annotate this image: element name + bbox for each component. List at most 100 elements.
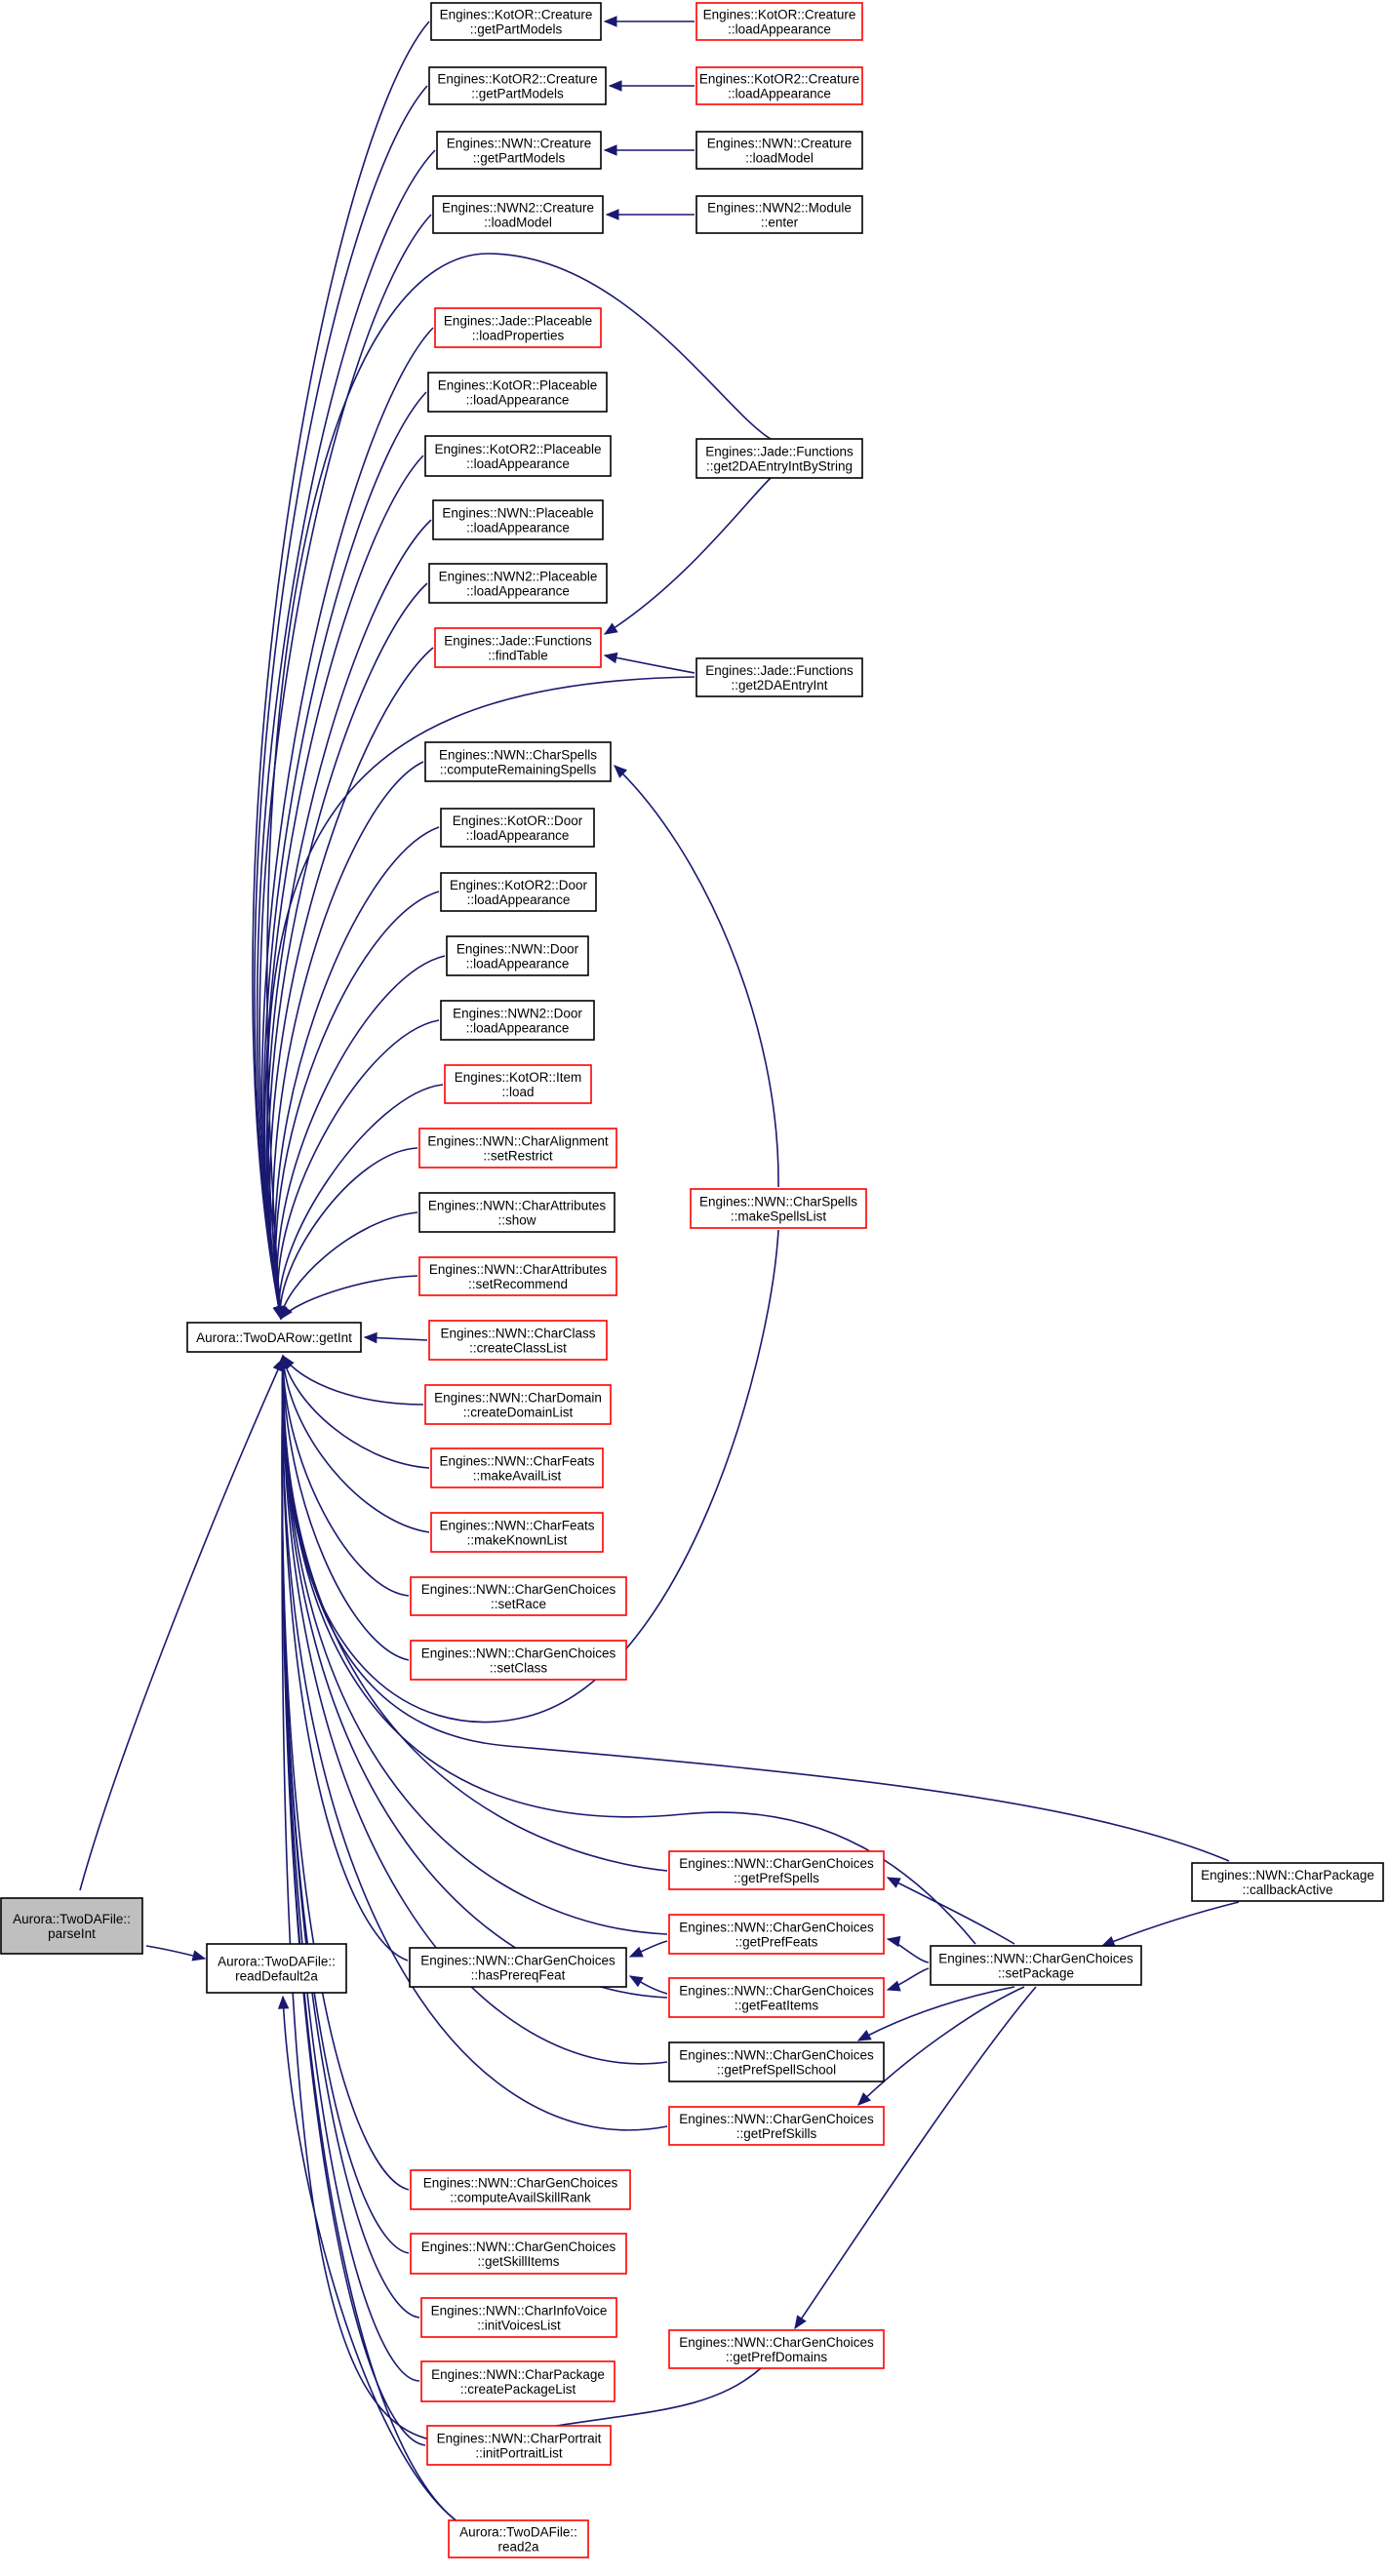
- node-box: [409, 1947, 627, 1988]
- node-box: [440, 808, 595, 848]
- node-label: Engines::NWN::CharGenChoices: [420, 1954, 616, 1968]
- edge-line: [276, 955, 446, 1320]
- node-charPackageCA[interactable]: Engines::NWN::CharPackage::callbackActiv…: [1191, 1862, 1384, 1902]
- node-getInt[interactable]: Aurora::TwoDARow::getInt: [186, 1322, 362, 1353]
- node-charAttrSR[interactable]: Engines::NWN::CharAttributes::setRecomme…: [418, 1256, 617, 1296]
- node-label: Engines::NWN::Creature: [447, 137, 592, 151]
- node-parseInt[interactable]: Aurora::TwoDAFile::parseInt: [0, 1897, 143, 1955]
- node-box: [424, 1384, 612, 1425]
- node-kotor2DoorLA[interactable]: Engines::KotOR2::Door::loadAppearance: [440, 872, 597, 912]
- node-kotorDoorLA[interactable]: Engines::KotOR::Door::loadAppearance: [440, 808, 595, 848]
- node-box: [668, 2329, 885, 2369]
- arrowhead: [614, 765, 628, 778]
- node-kotorItemLoad[interactable]: Engines::KotOR::Item::load: [444, 1064, 592, 1104]
- edge-line: [282, 1355, 430, 1533]
- node-box: [410, 1640, 627, 1681]
- node-jadeGet2DA[interactable]: Engines::Jade::Functions::get2DAEntryInt: [695, 657, 863, 697]
- node-box: [424, 741, 612, 782]
- node-cgcGetPrefDomains[interactable]: Engines::NWN::CharGenChoices::getPrefDom…: [668, 2329, 885, 2369]
- node-nwn2ModuleEnter[interactable]: Engines::NWN2::Module::enter: [695, 195, 863, 234]
- node-label: ::loadAppearance: [466, 957, 570, 971]
- node-kotor2CreatureLA[interactable]: Engines::KotOR2::Creature::loadAppearanc…: [695, 66, 863, 105]
- edge-line: [79, 1358, 284, 1891]
- node-cgcGetSkillItems[interactable]: Engines::NWN::CharGenChoices::getSkillIt…: [410, 2233, 627, 2275]
- node-cgcComputeASR[interactable]: Engines::NWN::CharGenChoices::computeAva…: [410, 2169, 631, 2210]
- edge-line: [269, 647, 434, 1320]
- edge-line: [282, 1355, 410, 1661]
- arrowhead: [191, 1950, 207, 1962]
- node-readDefault2a[interactable]: Aurora::TwoDAFile::readDefault2a: [206, 1943, 347, 1994]
- node-box: [432, 499, 604, 540]
- node-label: Aurora::TwoDARow::getInt: [196, 1330, 352, 1345]
- node-nwnCreatureLM[interactable]: Engines::NWN::Creature::loadModel: [695, 131, 863, 170]
- node-charFeatsMKL[interactable]: Engines::NWN::CharFeats::makeKnownList: [430, 1512, 604, 1553]
- node-nwn2DoorLA[interactable]: Engines::NWN2::Door::loadAppearance: [440, 1000, 595, 1041]
- node-jadeFindTable[interactable]: Engines::Jade::Functions::findTable: [434, 627, 602, 668]
- node-charClassCCL[interactable]: Engines::NWN::CharClass::createClassList: [428, 1320, 608, 1361]
- node-charAttrShow[interactable]: Engines::NWN::CharAttributes::show: [418, 1192, 616, 1233]
- edge-line: [282, 1355, 668, 2065]
- node-charPackageCPL[interactable]: Engines::NWN::CharPackage::createPackage…: [420, 2360, 616, 2402]
- node-kotorCreatureGPM[interactable]: Engines::KotOR::Creature::getPartModels: [430, 2, 602, 41]
- edge-line: [281, 1355, 762, 2443]
- node-kotorCreatureLA[interactable]: Engines::KotOR::Creature::loadAppearance: [695, 2, 863, 41]
- node-charDomainCDL[interactable]: Engines::NWN::CharDomain::createDomainLi…: [424, 1384, 612, 1425]
- node-nwn2CreatureLM[interactable]: Engines::NWN2::Creature::loadModel: [432, 195, 604, 234]
- node-cgcSetPackage[interactable]: Engines::NWN::CharGenChoices::setPackage: [930, 1945, 1142, 1986]
- node-cgcGetFeatItems[interactable]: Engines::NWN::CharGenChoices::getFeatIte…: [668, 1977, 885, 2018]
- edge-line: [282, 1996, 459, 2523]
- arrowhead: [608, 80, 622, 92]
- edge-line: [263, 455, 424, 1320]
- node-kotor2PlaceableLA[interactable]: Engines::KotOR2::Placeable::loadAppearan…: [424, 435, 612, 477]
- node-label: Engines::Jade::Functions: [705, 445, 854, 459]
- node-charPortraitIPL[interactable]: Engines::NWN::CharPortrait::initPortrait…: [426, 2425, 612, 2466]
- edge-line: [280, 1275, 418, 1320]
- node-box: [668, 1850, 885, 1890]
- node-cgcGetPrefSpellSchool[interactable]: Engines::NWN::CharGenChoices::getPrefSpe…: [668, 2041, 885, 2082]
- node-label: Engines::NWN2::Door: [453, 1007, 582, 1021]
- edge-getInt-charFeatsMAL: [279, 1354, 430, 1469]
- node-cgcGetPrefFeats[interactable]: Engines::NWN::CharGenChoices::getPrefFea…: [668, 1914, 885, 1955]
- node-nwn2PlaceableLA[interactable]: Engines::NWN2::Placeable::loadAppearance: [428, 563, 608, 604]
- node-cgcSetClass[interactable]: Engines::NWN::CharGenChoices::setClass: [410, 1640, 627, 1681]
- node-label: Engines::KotOR2::Creature: [437, 72, 597, 87]
- node-box: [0, 1897, 143, 1955]
- node-box: [420, 2297, 617, 2338]
- node-jadeGet2DAByString[interactable]: Engines::Jade::Functions::get2DAEntryInt…: [695, 438, 863, 479]
- node-box: [668, 2106, 885, 2146]
- node-box: [695, 657, 863, 697]
- node-label: ::getPrefSpellSchool: [717, 2063, 836, 2078]
- node-cgcGetPrefSkills[interactable]: Engines::NWN::CharGenChoices::getPrefSki…: [668, 2106, 885, 2146]
- edge-line: [887, 1877, 1015, 1945]
- node-label: ::createPackageList: [460, 2382, 576, 2397]
- node-nwnDoorLA[interactable]: Engines::NWN::Door::loadAppearance: [446, 935, 589, 976]
- node-label: ::loadAppearance: [728, 22, 831, 37]
- node-charAlignSR[interactable]: Engines::NWN::CharAlignment::setRestrict: [418, 1128, 617, 1169]
- arrowhead: [856, 2030, 872, 2041]
- node-charSpellsMSL[interactable]: Engines::NWN::CharSpells::makeSpellsList: [690, 1188, 867, 1229]
- node-kotor2CreatureGPM[interactable]: Engines::KotOR2::Creature::getPartModels: [428, 66, 607, 105]
- node-label: Engines::NWN::CharGenChoices: [679, 1984, 874, 1999]
- edge-line: [258, 214, 432, 1320]
- node-nwnPlaceableLA[interactable]: Engines::NWN::Placeable::loadAppearance: [432, 499, 604, 540]
- node-label: Engines::NWN::CharPackage: [1201, 1868, 1374, 1882]
- node-cgcHasPrereqFeat[interactable]: Engines::NWN::CharGenChoices::hasPrereqF…: [409, 1947, 627, 1988]
- node-nwnCreatureGPM[interactable]: Engines::NWN::Creature::getPartModels: [436, 131, 602, 170]
- node-cgcGetPrefSpells[interactable]: Engines::NWN::CharGenChoices::getPrefSpe…: [668, 1850, 885, 1890]
- node-box: [695, 2, 863, 41]
- node-label: ::setPackage: [998, 1966, 1074, 1981]
- node-box: [410, 2233, 627, 2275]
- node-jadePlaceableLP[interactable]: Engines::Jade::Placeable::loadProperties: [434, 307, 602, 348]
- node-cgcSetRace[interactable]: Engines::NWN::CharGenChoices::setRace: [410, 1576, 627, 1616]
- node-charFeatsMAL[interactable]: Engines::NWN::CharFeats::makeAvailList: [430, 1447, 604, 1488]
- node-charInfoVoiceIVL[interactable]: Engines::NWN::CharInfoVoice::initVoicesL…: [420, 2297, 617, 2338]
- node-kotorPlaceableLA[interactable]: Engines::KotOR::Placeable::loadAppearanc…: [427, 372, 608, 413]
- edge-getInt-charClassCCL: [363, 1331, 428, 1344]
- node-box: [668, 1977, 885, 2018]
- node-charSpellsCRS[interactable]: Engines::NWN::CharSpells::computeRemaini…: [424, 741, 612, 782]
- arrowhead: [363, 1331, 377, 1344]
- edge-line: [281, 1355, 668, 2131]
- arrowhead: [605, 209, 619, 220]
- node-read2a[interactable]: Aurora::TwoDAFile::read2a: [448, 2519, 589, 2558]
